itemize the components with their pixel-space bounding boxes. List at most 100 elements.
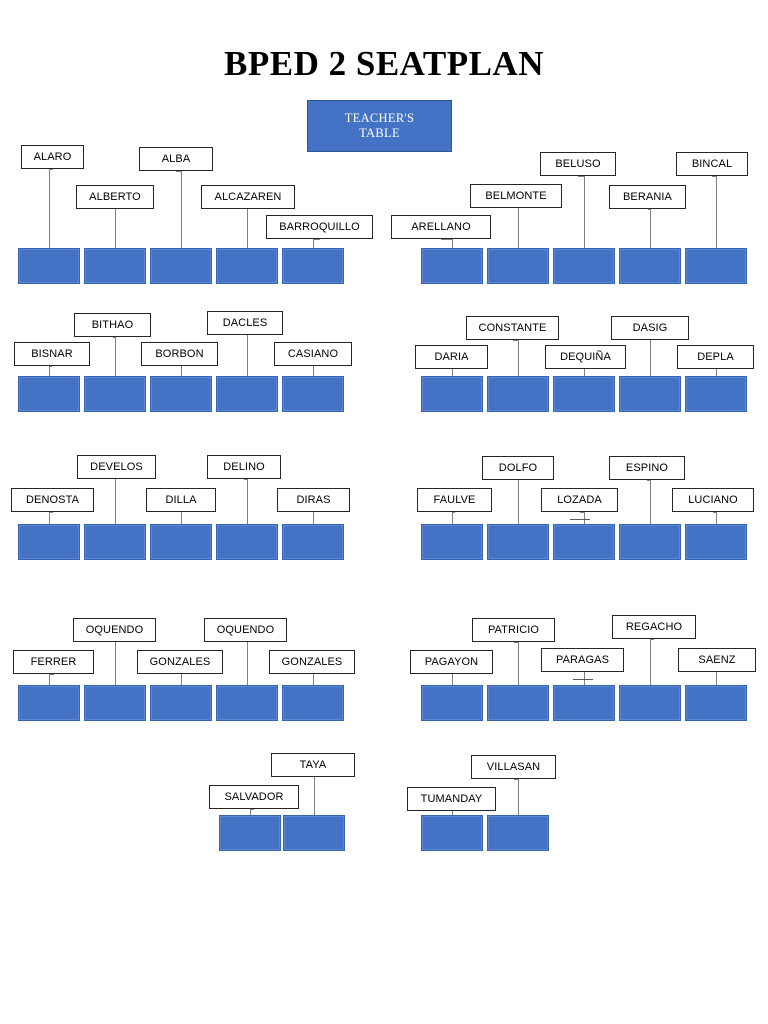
student-label[interactable]: DOLFO bbox=[482, 456, 554, 480]
student-label[interactable]: ALBA bbox=[139, 147, 213, 171]
student-label[interactable]: DARIA bbox=[415, 345, 488, 369]
desk-denosta[interactable] bbox=[18, 524, 80, 560]
desk-delino[interactable] bbox=[216, 524, 278, 560]
desk-salvador[interactable] bbox=[219, 815, 281, 851]
desk-tumanday[interactable] bbox=[421, 815, 483, 851]
desk-oquendo[interactable] bbox=[216, 685, 278, 721]
student-label[interactable]: ESPINO bbox=[609, 456, 685, 480]
student-label[interactable]: DILLA bbox=[146, 488, 216, 512]
desk-patricio[interactable] bbox=[487, 685, 549, 721]
desk-alberto[interactable] bbox=[84, 248, 146, 284]
connector-kink bbox=[176, 171, 181, 172]
student-label[interactable]: CASIANO bbox=[274, 342, 352, 366]
desk-luciano[interactable] bbox=[685, 524, 747, 560]
student-label[interactable]: BARROQUILLO bbox=[266, 215, 373, 239]
desk-regacho[interactable] bbox=[619, 685, 681, 721]
desk-alaro[interactable] bbox=[18, 248, 80, 284]
desk-beluso[interactable] bbox=[553, 248, 615, 284]
student-label[interactable]: ARELLANO bbox=[391, 215, 491, 239]
student-label[interactable]: BINCAL bbox=[676, 152, 748, 176]
desk-gonzales[interactable] bbox=[150, 685, 212, 721]
student-label[interactable]: GONZALES bbox=[137, 650, 223, 674]
student-label[interactable]: CONSTANTE bbox=[466, 316, 559, 340]
student-label[interactable]: GONZALES bbox=[269, 650, 355, 674]
desk-taya[interactable] bbox=[283, 815, 345, 851]
desk-oquendo[interactable] bbox=[84, 685, 146, 721]
desk-belmonte[interactable] bbox=[487, 248, 549, 284]
student-label[interactable]: DASIG bbox=[611, 316, 689, 340]
student-name: VILLASAN bbox=[486, 760, 541, 773]
student-label[interactable]: BORBON bbox=[141, 342, 218, 366]
desk-villasan[interactable] bbox=[487, 815, 549, 851]
desk-dasig[interactable] bbox=[619, 376, 681, 412]
student-name: ALARO bbox=[33, 150, 72, 163]
student-label[interactable]: TAYA bbox=[271, 753, 355, 777]
student-label[interactable]: VILLASAN bbox=[471, 755, 556, 779]
desk-arellano[interactable] bbox=[421, 248, 483, 284]
desk-bisnar[interactable] bbox=[18, 376, 80, 412]
student-label[interactable]: BERANIA bbox=[609, 185, 686, 209]
desk-faulve[interactable] bbox=[421, 524, 483, 560]
desk-diras[interactable] bbox=[282, 524, 344, 560]
student-label[interactable]: REGACHO bbox=[612, 615, 696, 639]
page-title: BPED 2 SEATPLAN bbox=[224, 44, 544, 83]
student-label[interactable]: BELMONTE bbox=[470, 184, 562, 208]
student-label[interactable]: LUCIANO bbox=[672, 488, 754, 512]
desk-depla[interactable] bbox=[685, 376, 747, 412]
desk-constante[interactable] bbox=[487, 376, 549, 412]
desk-gonzales[interactable] bbox=[282, 685, 344, 721]
student-label[interactable]: BELUSO bbox=[540, 152, 616, 176]
desk-saenz[interactable] bbox=[685, 685, 747, 721]
student-label[interactable]: DELINO bbox=[207, 455, 281, 479]
student-name: DOLFO bbox=[498, 461, 538, 474]
connector-line bbox=[650, 209, 651, 248]
student-label[interactable]: OQUENDO bbox=[204, 618, 287, 642]
student-label[interactable]: DEPLA bbox=[677, 345, 754, 369]
student-label[interactable]: SALVADOR bbox=[209, 785, 299, 809]
desk-daria[interactable] bbox=[421, 376, 483, 412]
desk-espino[interactable] bbox=[619, 524, 681, 560]
desk-alba[interactable] bbox=[150, 248, 212, 284]
student-label[interactable]: TUMANDAY bbox=[407, 787, 496, 811]
desk-barroquillo[interactable] bbox=[282, 248, 344, 284]
desk-dacles[interactable] bbox=[216, 376, 278, 412]
student-name: TUMANDAY bbox=[420, 792, 483, 805]
student-label[interactable]: SAENZ bbox=[678, 648, 756, 672]
desk-pagayon[interactable] bbox=[421, 685, 483, 721]
desk-borbon[interactable] bbox=[150, 376, 212, 412]
desk-bithao[interactable] bbox=[84, 376, 146, 412]
connector-line bbox=[115, 642, 116, 685]
student-label[interactable]: PATRICIO bbox=[472, 618, 555, 642]
student-label[interactable]: PAGAYON bbox=[410, 650, 493, 674]
teachers-table[interactable]: TEACHER'S TABLE bbox=[307, 100, 452, 152]
desk-berania[interactable] bbox=[619, 248, 681, 284]
student-label[interactable]: FAULVE bbox=[417, 488, 492, 512]
connector-kink bbox=[49, 366, 52, 367]
student-label[interactable]: LOZADA bbox=[541, 488, 618, 512]
student-label[interactable]: DIRAS bbox=[277, 488, 350, 512]
desk-bincal[interactable] bbox=[685, 248, 747, 284]
student-label[interactable]: BITHAO bbox=[74, 313, 151, 337]
student-label[interactable]: ALBERTO bbox=[76, 185, 154, 209]
connector-kink bbox=[650, 639, 654, 640]
student-label[interactable]: ALARO bbox=[21, 145, 84, 169]
desk-alcazaren[interactable] bbox=[216, 248, 278, 284]
student-name: LUCIANO bbox=[688, 493, 738, 506]
student-label[interactable]: ALCAZAREN bbox=[201, 185, 295, 209]
desk-dequiña[interactable] bbox=[553, 376, 615, 412]
student-label[interactable]: DENOSTA bbox=[11, 488, 94, 512]
desk-lozada[interactable] bbox=[553, 524, 615, 560]
student-label[interactable]: OQUENDO bbox=[73, 618, 156, 642]
student-label[interactable]: BISNAR bbox=[14, 342, 90, 366]
desk-paragas[interactable] bbox=[553, 685, 615, 721]
student-label[interactable]: DEQUIÑA bbox=[545, 345, 626, 369]
desk-develos[interactable] bbox=[84, 524, 146, 560]
student-label[interactable]: DEVELOS bbox=[77, 455, 156, 479]
desk-ferrer[interactable] bbox=[18, 685, 80, 721]
student-label[interactable]: FERRER bbox=[13, 650, 94, 674]
desk-dolfo[interactable] bbox=[487, 524, 549, 560]
desk-dilla[interactable] bbox=[150, 524, 212, 560]
desk-casiano[interactable] bbox=[282, 376, 344, 412]
student-label[interactable]: DACLES bbox=[207, 311, 283, 335]
student-label[interactable]: PARAGAS bbox=[541, 648, 624, 672]
